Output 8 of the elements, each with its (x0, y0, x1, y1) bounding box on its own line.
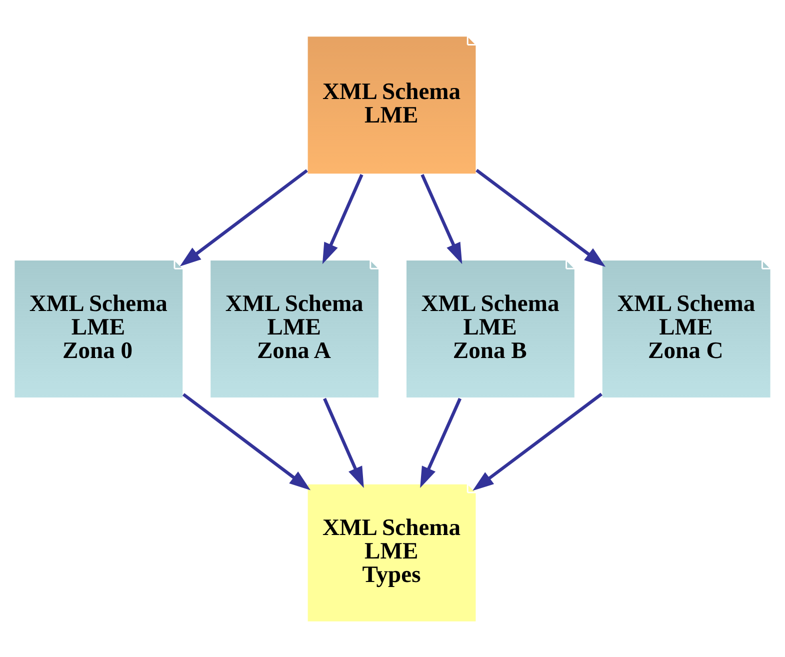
arrow (180, 168, 308, 266)
arrow (322, 174, 364, 264)
arrow (182, 392, 311, 490)
arrow (323, 397, 364, 488)
arrow (472, 392, 602, 490)
arrow (476, 168, 606, 266)
arrow (420, 397, 462, 488)
arrow (420, 174, 462, 264)
